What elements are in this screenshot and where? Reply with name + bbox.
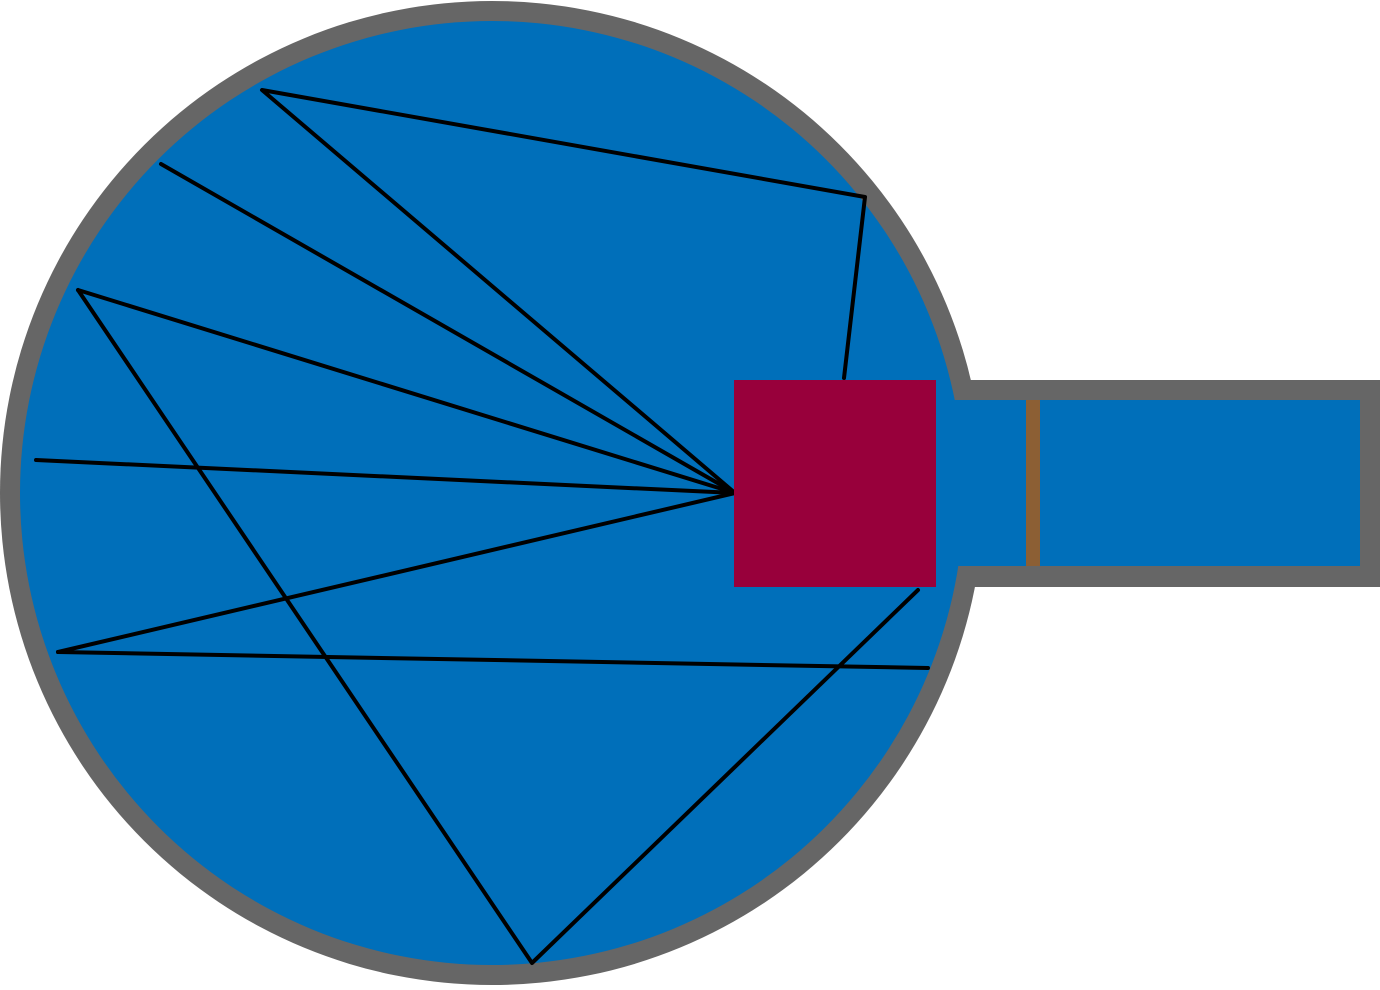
port-divider <box>1026 400 1040 566</box>
ray-left-upper <box>76 288 737 495</box>
ray-left-lower <box>56 491 737 654</box>
ray-path-upper-reflection <box>260 88 867 495</box>
sphere-cavity <box>20 21 964 965</box>
baffle-block <box>734 380 936 587</box>
sphere-interior <box>20 21 1360 965</box>
light-rays <box>34 88 930 965</box>
ray-left-middle <box>34 458 737 495</box>
port-channel <box>900 400 1360 566</box>
ray-upper-left <box>159 162 737 495</box>
ray-reflected-horizontal <box>56 650 930 670</box>
ray-path-bottom-reflection <box>76 288 920 965</box>
